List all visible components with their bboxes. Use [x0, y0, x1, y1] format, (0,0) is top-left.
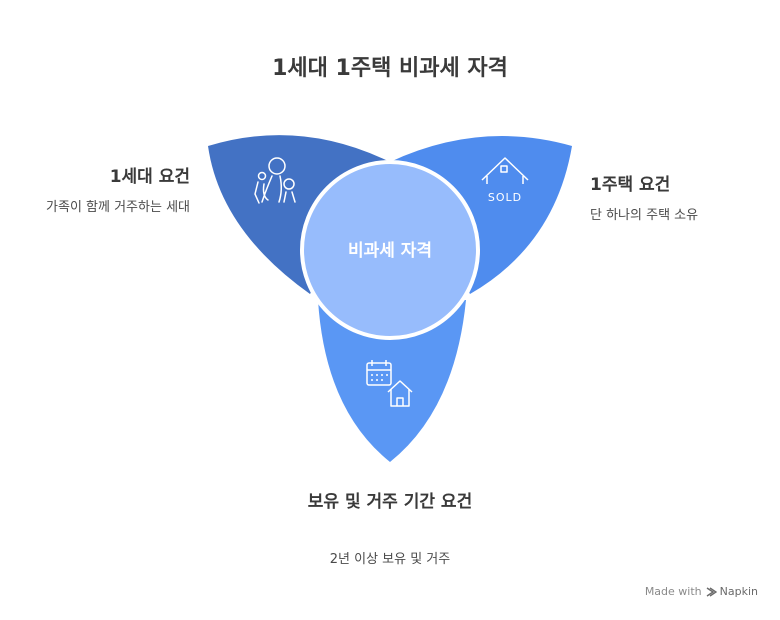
household-description: 가족이 함께 거주하는 세대	[46, 200, 190, 215]
center-circle	[300, 160, 480, 340]
center-label: 비과세 자격	[347, 241, 433, 261]
petal-holding-period	[318, 300, 466, 462]
watermark-prefix: Made with	[644, 585, 702, 598]
watermark-brand: Napkin	[719, 585, 758, 598]
family-icon	[254, 157, 296, 204]
holding-period-description: 2년 이상 보유 및 거주	[329, 552, 451, 567]
sold-house-icon	[481, 157, 529, 184]
holding-period-heading: 보유 및 거주 기간 요건	[307, 492, 473, 512]
calendar-dots	[371, 374, 388, 381]
one-house-heading: 1주택 요건	[590, 175, 671, 195]
one-house-description: 단 하나의 주택 소유	[590, 208, 699, 223]
napkin-watermark[interactable]: Made with Napkin	[645, 585, 758, 598]
calendar-house-icon	[366, 360, 413, 407]
household-heading: 1세대 요건	[109, 167, 190, 187]
napkin-logo-icon	[706, 586, 717, 597]
sold-sign-text: SOLD	[488, 191, 522, 204]
page-title: 1세대 1주택 비과세 자격	[272, 56, 508, 81]
